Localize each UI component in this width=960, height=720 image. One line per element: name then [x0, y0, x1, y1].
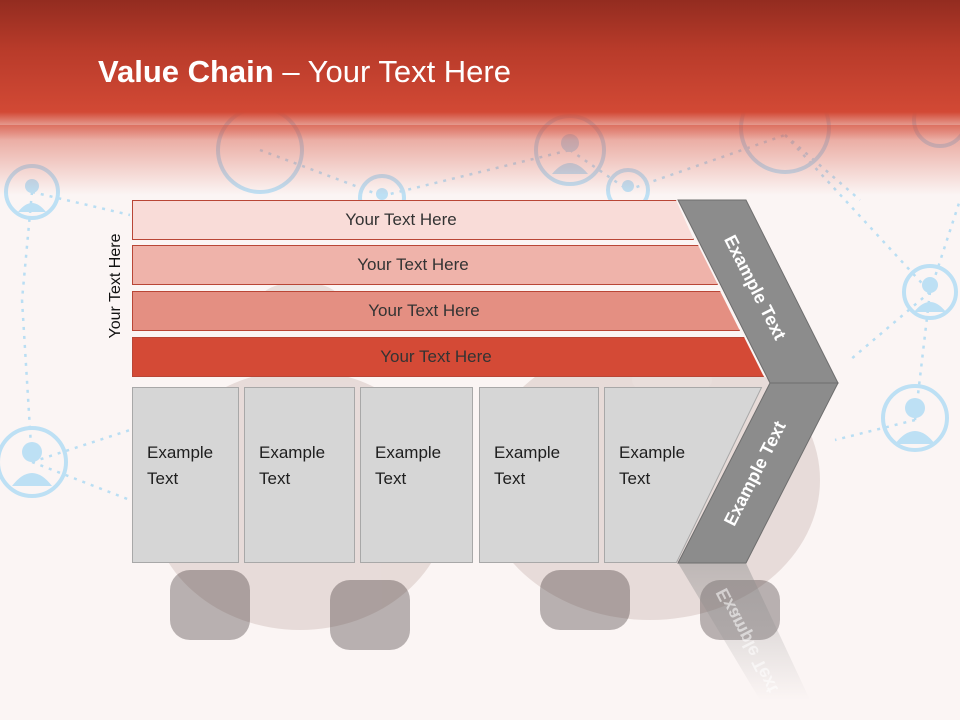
- title-bold: Value Chain: [98, 54, 274, 89]
- title-rest: – Your Text Here: [273, 54, 511, 89]
- activity-box-5-outline: [604, 387, 763, 563]
- value-bar-4: Your Text Here: [132, 337, 764, 377]
- value-bar-3-label: Your Text Here: [368, 301, 480, 320]
- chevron-reflection: [678, 563, 810, 700]
- value-bar-4-label: Your Text Here: [380, 347, 492, 366]
- value-bar-2: Your Text Here: [132, 245, 718, 285]
- value-bar-3: Your Text Here: [132, 291, 740, 331]
- chevron-bottom-segment: [677, 382, 839, 564]
- header-fade: [0, 125, 960, 195]
- value-bar-2-label: Your Text Here: [357, 255, 469, 274]
- value-bar-1-label: Your Text Here: [345, 210, 457, 229]
- header-band: [0, 0, 960, 140]
- slide-title: Value Chain – Your Text Here: [98, 54, 511, 90]
- value-bar-1: Your Text Here: [132, 200, 694, 240]
